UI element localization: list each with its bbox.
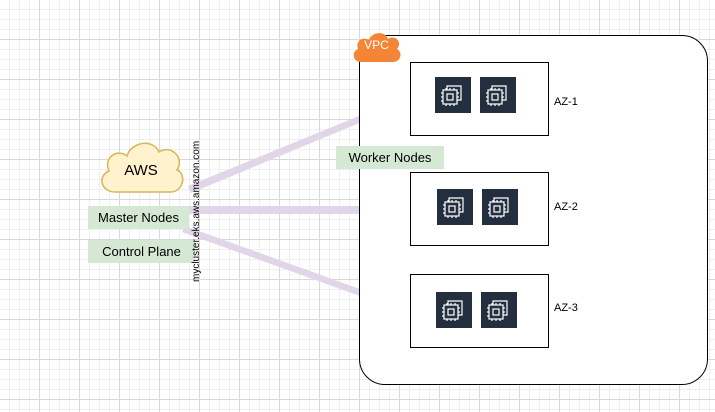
az-box-1: [410, 62, 549, 136]
ec2-instance-icon: [436, 292, 472, 328]
control-plane-text: Control Plane: [102, 244, 181, 259]
az-label-1: AZ-1: [554, 96, 578, 108]
ec2-instance-icon: [481, 292, 517, 328]
ec2-instance-icon: [437, 189, 473, 225]
master-nodes-label: Master Nodes: [88, 206, 189, 229]
worker-nodes-label: Worker Nodes: [336, 146, 444, 169]
arrow-to-az3: [182, 226, 412, 315]
ec2-instance-icon: [480, 77, 516, 113]
az-label-2: AZ-2: [554, 201, 578, 213]
az-box-2: [410, 172, 549, 246]
ec2-instance-icon: [482, 189, 518, 225]
aws-label: AWS: [124, 162, 158, 179]
worker-nodes-text: Worker Nodes: [348, 150, 432, 165]
vpc-label: VPC: [364, 38, 389, 52]
vpc-cloud-icon: [353, 33, 401, 62]
ec2-instance-icon: [435, 77, 471, 113]
az-label-3: AZ-3: [554, 302, 578, 314]
arrow-to-az2: [188, 199, 412, 221]
master-nodes-text: Master Nodes: [98, 210, 179, 225]
aws-cloud-icon: [101, 142, 184, 193]
control-plane-label: Control Plane: [88, 240, 195, 263]
cluster-endpoint-text: mycluster.eks.aws.amazon.com: [191, 140, 202, 282]
az-box-3: [410, 274, 549, 348]
